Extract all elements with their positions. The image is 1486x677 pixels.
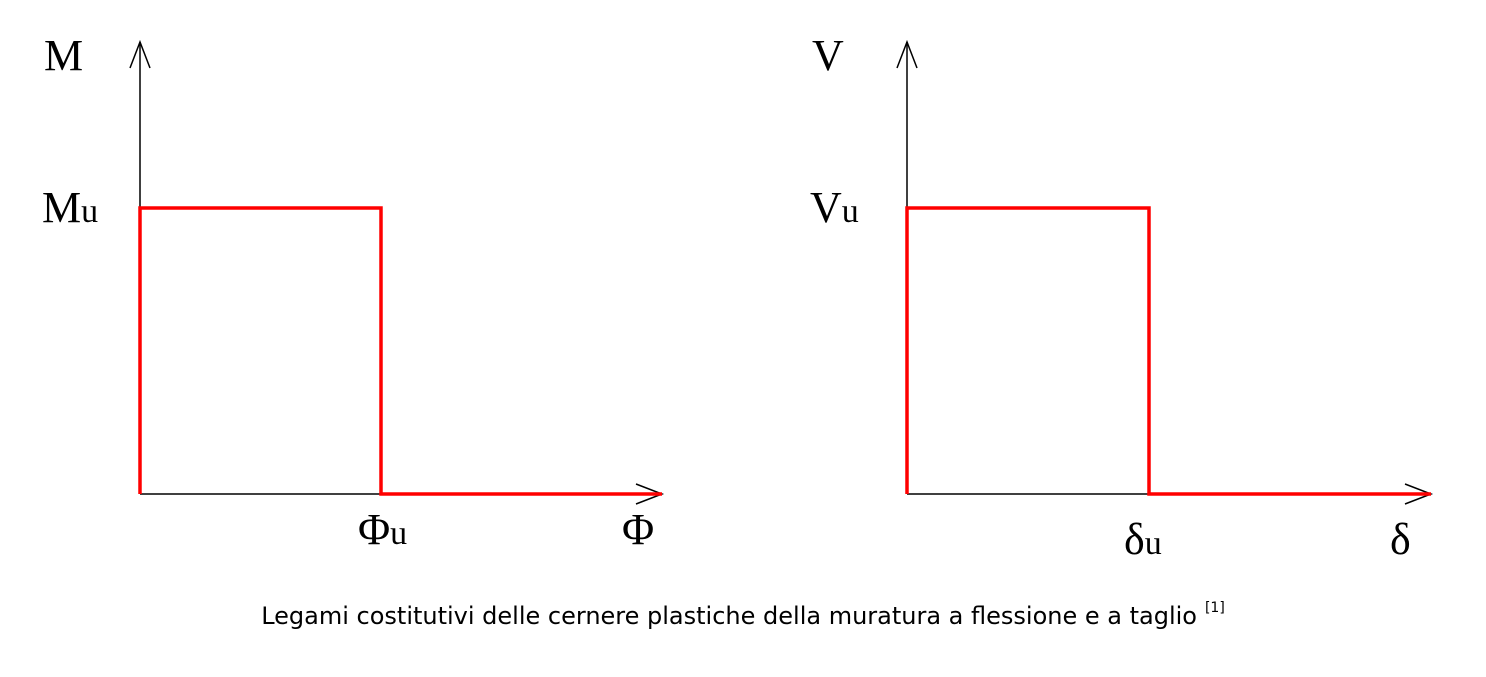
flexure-y-arrowhead — [129, 39, 151, 69]
shear-ultimate-force-label: Vu — [810, 183, 859, 232]
flexure-y-axis-label: M — [44, 31, 83, 80]
flexure-diagram: M Mu Φu Φ — [42, 31, 665, 554]
caption-reference: [1] — [1204, 600, 1225, 616]
flexure-ultimate-rotation-label: Φu — [358, 505, 407, 554]
caption-text: Legami costitutivi delle cernere plastic… — [261, 602, 1197, 630]
shear-diagram: V Vu δu δ — [810, 31, 1434, 564]
shear-y-axis-label: V — [812, 31, 844, 80]
flexure-x-axis-label: Φ — [622, 505, 654, 554]
figure-caption: Legami costitutivi delle cernere plastic… — [0, 600, 1486, 630]
shear-x-axis-label: δ — [1390, 515, 1411, 564]
flexure-constitutive-law — [138, 206, 662, 496]
shear-ultimate-displacement-label: δu — [1124, 515, 1162, 564]
flexure-ultimate-moment-label: Mu — [42, 183, 98, 232]
shear-y-arrowhead — [896, 39, 918, 69]
shear-constitutive-law — [905, 206, 1431, 496]
